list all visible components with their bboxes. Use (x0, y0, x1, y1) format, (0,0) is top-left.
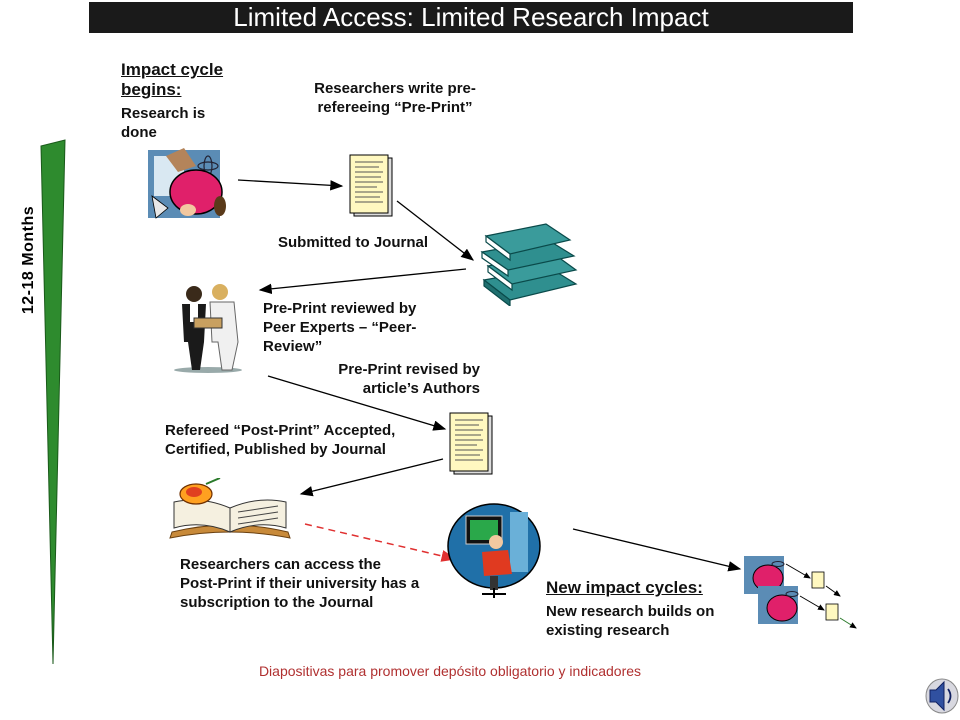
arrow-to-new-cycles (572, 528, 742, 572)
write-preprint-label: Researchers write pre-refereeing “Pre-Pr… (314, 80, 476, 116)
new-cycles-heading: New impact cycles: (546, 578, 703, 597)
speaker-icon[interactable] (922, 676, 960, 716)
preprint-document-icon (349, 154, 393, 217)
small-document-icon-2 (825, 603, 839, 621)
arrow-access-dashed (304, 523, 457, 562)
book-stack-icon (480, 223, 578, 306)
cycle-begins-heading: Impact cycle begins: (121, 60, 224, 99)
small-document-icon-1 (811, 571, 825, 589)
arrow-preprint-to-journal (396, 200, 475, 261)
new-cycles-text: New research builds on existing research (546, 603, 715, 639)
slide-title: Limited Access: Limited Research Impact (89, 2, 853, 33)
submitted-label: Submitted to Journal (278, 234, 428, 251)
research-done-text: Research is done (121, 105, 206, 141)
revised-label: Pre-Print revised by article’s Authors (338, 361, 480, 397)
arrow-postprint-to-journal-book (299, 458, 444, 497)
footer-caption: Diapositivas para promover depósito obli… (258, 663, 642, 679)
new-cycles-cluster (744, 556, 857, 629)
arrow-reviewers-to-postprint (267, 375, 447, 431)
reviewers-clipart-icon (174, 284, 242, 373)
arrow-journal-to-reviewers (258, 268, 467, 294)
published-label: Refereed “Post-Print” Accepted, Certifie… (165, 422, 396, 458)
open-book-icon (169, 478, 291, 539)
access-label: Researchers can access the Post-Print if… (180, 556, 420, 611)
computer-user-icon (447, 503, 541, 598)
researcher-clipart-icon (148, 148, 226, 219)
peer-review-label: Pre-Print reviewed by Peer Experts – “Pe… (263, 300, 417, 355)
postprint-document-icon (449, 412, 493, 475)
researcher-small-icon-2 (758, 586, 799, 624)
timeline-bar (40, 139, 66, 665)
arrow-research-to-preprint (237, 179, 344, 191)
